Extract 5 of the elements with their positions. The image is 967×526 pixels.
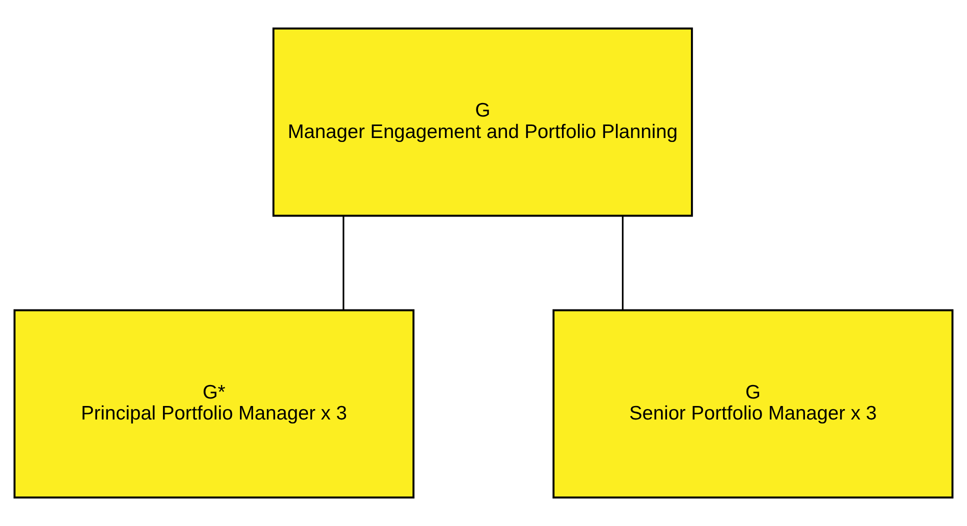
connector xyxy=(622,216,624,310)
node-box: G Senior Portfolio Manager x 3 xyxy=(552,309,954,498)
node-box: G Manager Engagement and Portfolio Planning xyxy=(272,28,693,217)
node-box: G* Principal Portfolio Manager x 3 xyxy=(14,309,414,498)
connector xyxy=(342,216,344,310)
